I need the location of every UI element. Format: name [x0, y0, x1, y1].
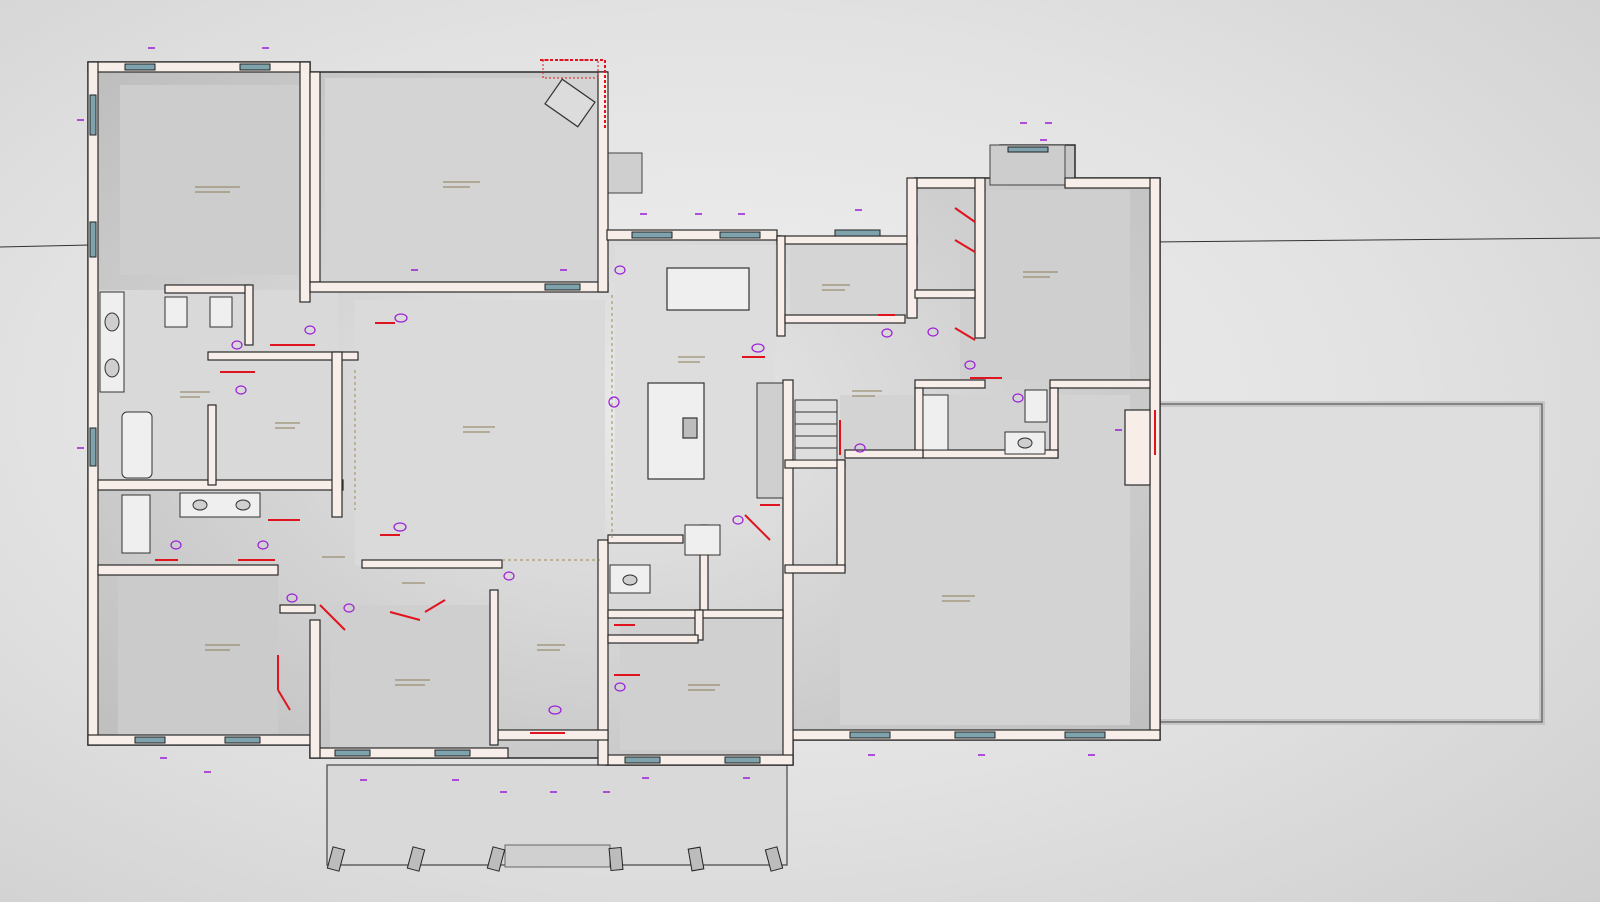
fireplace-icon	[542, 59, 599, 128]
property-lines	[0, 237, 1600, 248]
toilet-icon	[209, 296, 233, 328]
sink-icon	[235, 499, 251, 511]
bedroom-lower-left	[118, 575, 278, 735]
bedroom-right	[960, 190, 1130, 380]
bathtub-icon	[121, 411, 153, 479]
sink-icon	[104, 358, 120, 378]
electrical-markers	[170, 265, 1024, 715]
dimension-lines	[354, 295, 613, 561]
sink-icon	[104, 312, 120, 332]
front-porch	[326, 764, 788, 868]
toilet-icon	[164, 296, 188, 328]
garage-slab	[1147, 401, 1545, 725]
windows	[89, 63, 1106, 764]
washer-dryer	[684, 524, 721, 556]
bath-fixtures	[99, 291, 1048, 594]
kitchen-island-icon	[647, 267, 750, 480]
dining	[790, 245, 915, 320]
exterior-light-markers	[77, 47, 1122, 793]
door-swings	[155, 59, 1156, 734]
stairs-icon	[756, 382, 838, 499]
room-labels	[180, 181, 1058, 691]
washer-dryer	[1024, 389, 1048, 423]
bathtub-icon	[121, 494, 151, 554]
sink-icon	[622, 574, 638, 586]
bathtub-icon	[922, 394, 949, 451]
porch-columns	[326, 846, 784, 872]
sink-icon	[1017, 437, 1033, 449]
walls	[87, 61, 1161, 766]
living-right	[840, 395, 1130, 725]
bedroom-upper-left	[120, 85, 305, 275]
sink-icon	[192, 499, 208, 511]
bedroom-lower-mid	[330, 605, 490, 750]
